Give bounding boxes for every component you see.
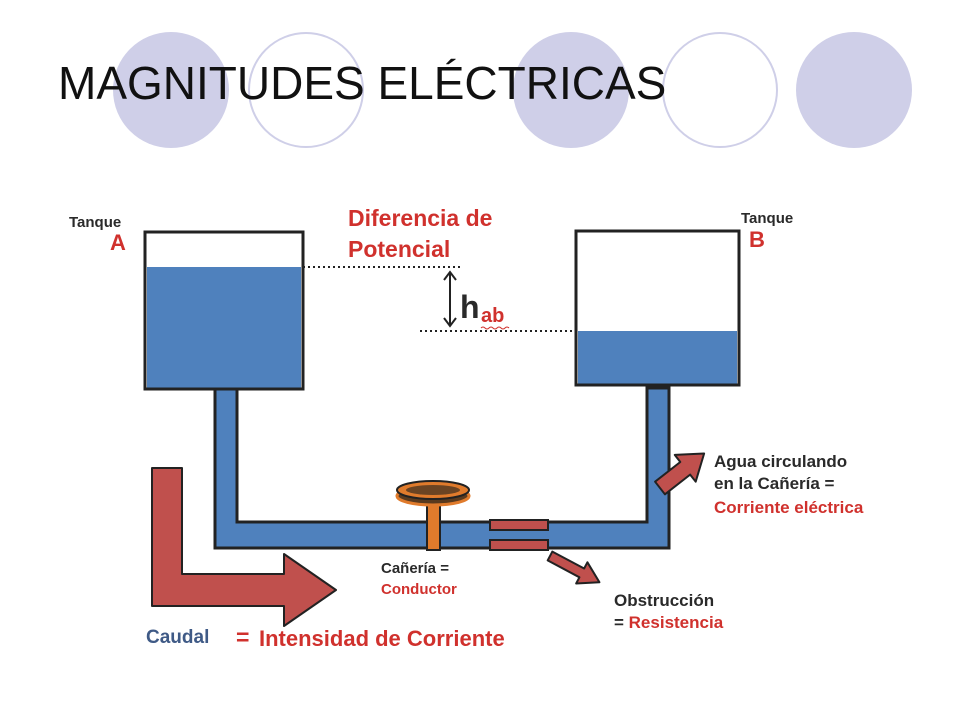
spellcheck-squiggle	[480, 326, 510, 330]
tank-b-water	[578, 331, 737, 384]
obstruction-equals: =	[614, 613, 629, 632]
flow-arrow-icon	[151, 467, 337, 627]
potential-label-line1: Diferencia de	[348, 205, 492, 231]
current-arrow-icon	[654, 452, 706, 496]
height-symbol: h	[460, 289, 480, 325]
tank-a	[143, 230, 305, 391]
potential-label-line2: Potencial	[348, 236, 450, 262]
valve-icon	[395, 480, 471, 551]
obstruction-label-line1: Obstrucción	[614, 591, 714, 610]
tank-b-letter: B	[749, 227, 765, 252]
tank-a-word: Tanque	[69, 214, 121, 231]
flow-value: Intensidad de Corriente	[259, 626, 505, 651]
water-pipe	[213, 386, 671, 550]
decor-circle-4	[662, 32, 778, 148]
current-label-line1: Agua circulando	[714, 452, 847, 471]
tank-b	[574, 229, 741, 387]
decor-circle-5	[796, 32, 912, 148]
tank-a-water	[147, 267, 301, 388]
current-label-line3: Corriente eléctrica	[714, 498, 864, 517]
pipe-label-line2: Conductor	[381, 581, 457, 598]
tank-a-letter: A	[110, 230, 126, 255]
current-label-line2: en la Cañería =	[714, 474, 835, 493]
flow-equals: =	[236, 624, 249, 650]
slide-title: MAGNITUDES ELÉCTRICAS	[58, 57, 667, 109]
decor-circle-2	[248, 32, 364, 148]
obstruction-value: Resistencia	[629, 613, 724, 632]
flow-label: Caudal	[146, 627, 209, 648]
tank-b-word: Tanque	[741, 210, 793, 227]
obstruction-arrow-icon	[546, 550, 601, 585]
obstruction-bar-bottom	[489, 539, 549, 551]
decor-circle-1	[113, 32, 229, 148]
obstruction-label-line2: = Resistencia	[614, 613, 724, 632]
height-subscript: ab	[481, 305, 504, 327]
decor-circle-3	[513, 32, 629, 148]
pipe-label-line1: Cañería =	[381, 560, 449, 577]
obstruction-bar-top	[489, 519, 549, 531]
height-arrow	[443, 270, 457, 328]
